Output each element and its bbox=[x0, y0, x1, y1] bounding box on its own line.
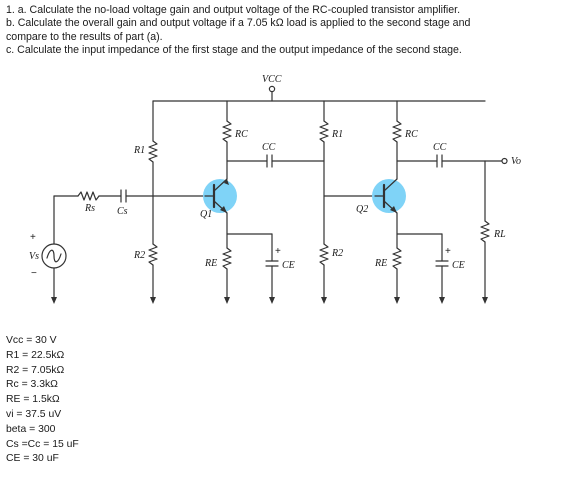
ce1-plus: + bbox=[275, 246, 281, 257]
question-part-a: 1. a. Calculate the no-load voltage gain… bbox=[6, 4, 461, 16]
q1-collector-lead bbox=[213, 178, 228, 192]
question-part-c: c. Calculate the input impedance of the … bbox=[6, 43, 462, 56]
rc1-resistor bbox=[222, 120, 232, 143]
rl-label: RL bbox=[493, 229, 506, 240]
vs-plus: + bbox=[30, 232, 36, 243]
given-rc: Rc = 3.3kΩ bbox=[6, 379, 58, 391]
ground-icon bbox=[150, 297, 156, 304]
r1-resistor bbox=[148, 140, 158, 163]
q2-emitter-arrow-icon bbox=[390, 206, 397, 213]
ground-icon bbox=[482, 297, 488, 304]
rs-resistor bbox=[77, 191, 100, 201]
cc2-label: CC bbox=[433, 142, 447, 153]
given-beta: beta = 300 bbox=[6, 423, 56, 435]
vo-label: Vo bbox=[511, 156, 521, 167]
q2-collector-lead bbox=[383, 178, 398, 192]
rl-resistor bbox=[480, 220, 490, 243]
given-cs-cc: Cs =Cc = 15 uF bbox=[6, 438, 79, 450]
re1-label: RE bbox=[204, 258, 217, 269]
ground-icon bbox=[439, 297, 445, 304]
vs-label: Vs bbox=[29, 251, 39, 262]
ground-icon bbox=[321, 297, 327, 304]
r2b-label: R2 bbox=[331, 248, 343, 259]
given-ce: CE = 30 uF bbox=[6, 453, 59, 465]
r1-label: R1 bbox=[133, 145, 145, 156]
cc1-label: CC bbox=[262, 142, 276, 153]
q2-transistor-icon bbox=[372, 179, 406, 213]
r2-resistor bbox=[148, 243, 158, 266]
rc2-label: RC bbox=[404, 129, 418, 140]
given-re: RE = 1.5kΩ bbox=[6, 394, 60, 406]
re2-label: RE bbox=[374, 258, 387, 269]
given-r1: R1 = 22.5kΩ bbox=[6, 349, 65, 361]
ground-icon bbox=[51, 297, 57, 304]
given-r2: R2 = 7.05kΩ bbox=[6, 364, 65, 376]
re1-resistor bbox=[222, 247, 232, 270]
given-values: Vcc = 30 V R1 = 22.5kΩ R2 = 7.05kΩ Rc = … bbox=[6, 334, 79, 467]
r1b-resistor bbox=[319, 120, 329, 143]
vs-minus: − bbox=[31, 268, 37, 279]
ground-icon bbox=[269, 297, 275, 304]
given-vi: vi = 37.5 uV bbox=[6, 408, 62, 420]
q2-label: Q2 bbox=[356, 204, 368, 215]
question-part-b: b. Calculate the overall gain and output… bbox=[6, 17, 471, 30]
ce1-label: CE bbox=[282, 260, 295, 271]
vcc-terminal bbox=[268, 85, 276, 93]
q1-transistor-icon bbox=[203, 179, 237, 213]
given-vcc: Vcc = 30 V bbox=[6, 335, 57, 346]
re2-resistor bbox=[392, 247, 402, 270]
r1b-label: R1 bbox=[331, 129, 343, 140]
ground-icon bbox=[394, 297, 400, 304]
question-part-b-cont: compare to the results of part (a). bbox=[6, 30, 163, 43]
cs-label: Cs bbox=[117, 206, 128, 217]
ce2-plus: + bbox=[445, 246, 451, 257]
r2-label: R2 bbox=[133, 250, 145, 261]
q1-label: Q1 bbox=[200, 209, 212, 220]
q1-collector-arrow-icon bbox=[224, 179, 229, 185]
rs-label: Rs bbox=[84, 203, 95, 214]
question-text: 1. a. Calculate the no-load voltage gain… bbox=[6, 4, 562, 57]
sine-icon bbox=[46, 249, 62, 263]
r2b-resistor bbox=[319, 243, 329, 266]
vo-terminal bbox=[501, 157, 508, 165]
ground-icon bbox=[224, 297, 230, 304]
vcc-label: VCC bbox=[262, 74, 282, 85]
rc2-resistor bbox=[392, 120, 402, 143]
q1-emitter-arrow-icon bbox=[220, 206, 227, 213]
rc1-label: RC bbox=[234, 129, 248, 140]
ce2-label: CE bbox=[452, 260, 465, 271]
